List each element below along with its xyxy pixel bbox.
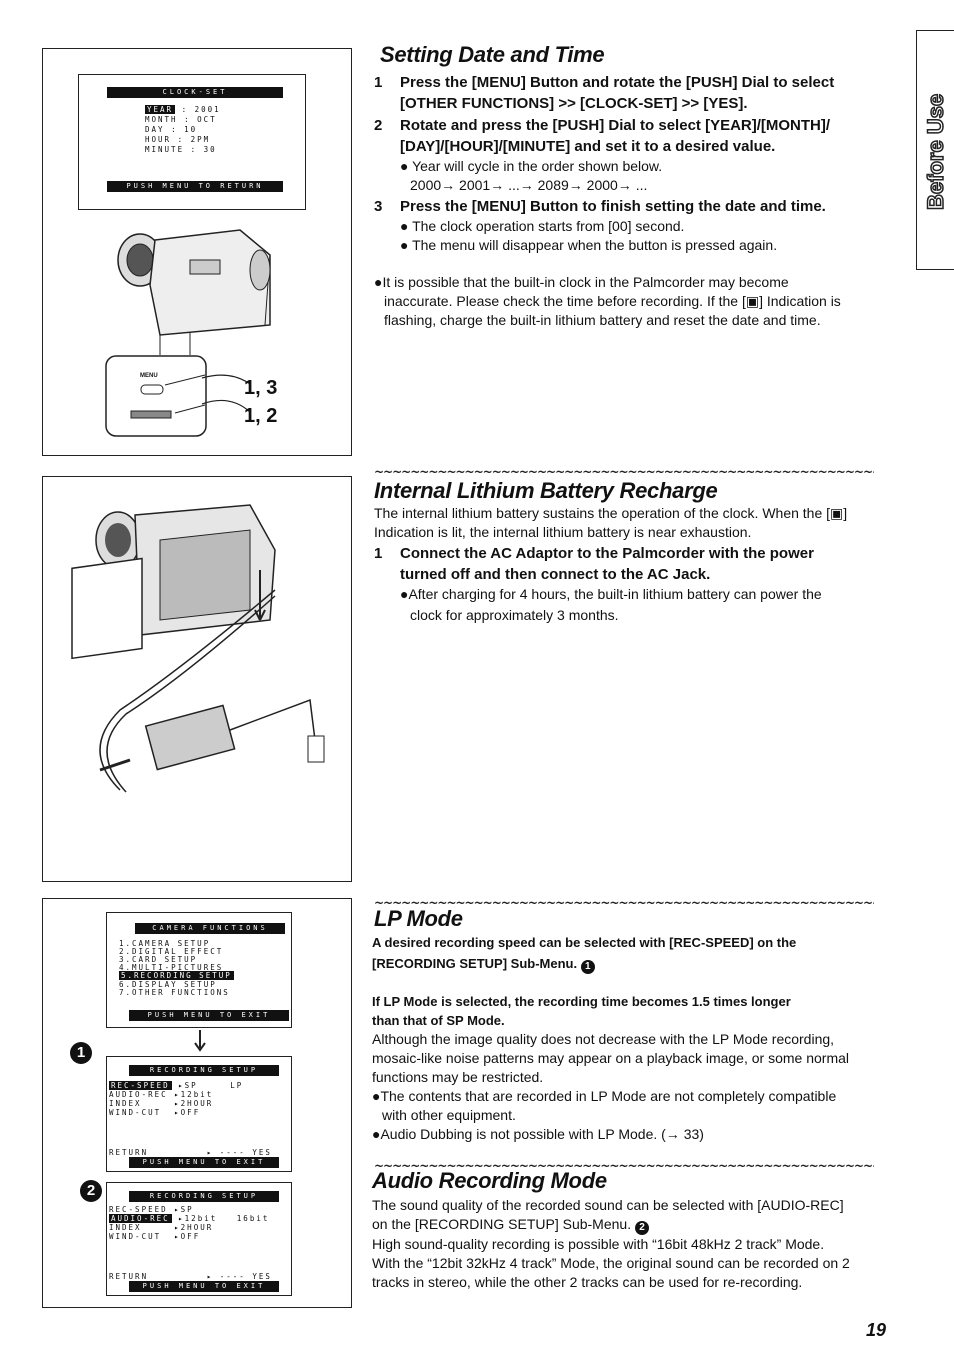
marker-1-icon: 1	[70, 1042, 92, 1064]
step3-bullet-2: ● The menu will disappear when the butto…	[400, 237, 778, 253]
camera-menu-item-2: 2.DIGITAL EFFECT	[119, 947, 224, 956]
camera-functions-title: CAMERA FUNCTIONS	[135, 923, 285, 934]
menu-button-label: MENU	[140, 373, 158, 379]
rec2-row-speed: REC-SPEED ▸SP	[109, 1205, 194, 1214]
audio-line-4: With the “12bit 32kHz 4 track” Mode, the…	[372, 1255, 850, 1271]
rec1-row-speed: REC-SPEED ▸SP LP	[109, 1081, 244, 1090]
side-tab	[916, 30, 954, 270]
page-number: 19	[866, 1320, 887, 1340]
camera-menu-item-7: 7.OTHER FUNCTIONS	[119, 988, 230, 997]
lp-bullet1-line-1: ●The contents that are recorded in LP Mo…	[372, 1088, 837, 1104]
marker-2-inline-icon: 2	[634, 1221, 649, 1235]
step2-bullet-2: 2000→ 2001→ ...→ 2089→ 2000→ ...	[410, 177, 648, 193]
section-title-audio-recording: Audio Recording Mode	[372, 1168, 607, 1193]
lp-bold2-line-1: If LP Mode is selected, the recording ti…	[372, 994, 791, 1009]
rec-setup-2-title: RECORDING SETUP	[129, 1191, 279, 1202]
section-title-battery-recharge: Internal Lithium Battery Recharge	[374, 478, 718, 503]
marker-2-icon: 2	[80, 1180, 102, 1202]
lp-bold-line-1: A desired recording speed can be selecte…	[372, 935, 797, 950]
step2-bullet-1: ● Year will cycle in the order shown bel…	[400, 158, 663, 174]
audio-line-3: High sound-quality recording is possible…	[372, 1236, 825, 1252]
lp-body-line-1: Although the image quality does not decr…	[372, 1031, 835, 1047]
camera-menu-item-6: 6.DISPLAY SETUP	[119, 980, 217, 989]
callout-leader-lines	[201, 374, 251, 413]
camera-menu-item-1: 1.CAMERA SETUP	[119, 939, 211, 948]
rec2-row-return: RETURN ▸ ---- YES	[109, 1272, 272, 1281]
rec1-row-audio: AUDIO-REC ▸12bit	[109, 1090, 214, 1099]
step-3: 3 Press the [MENU] Button to finish sett…	[374, 198, 826, 215]
camera-menu-item-3: 3.CARD SETUP	[119, 955, 198, 964]
section-divider-4: ~~~~~~~~~~~~~~~~~~~~~~~~~~~~~~~~~~~~~~~~…	[374, 1163, 874, 1169]
section-divider-2: ~~~~~~~~~~~~~~~~~~~~~~~~~~~~~~~~~~~~~~~~…	[374, 469, 874, 475]
rec-setup-2-footer: PUSH MENU TO EXIT	[129, 1281, 279, 1292]
lp-body-line-3: functions may be restricted.	[372, 1069, 544, 1085]
lp-bold-line-2: [RECORDING SETUP] Sub-Menu. 1	[372, 954, 595, 974]
section-divider-3: ~~~~~~~~~~~~~~~~~~~~~~~~~~~~~~~~~~~~~~~~…	[374, 900, 874, 906]
audio-line-1: The sound quality of the recorded sound …	[372, 1197, 844, 1213]
callout-1-3: 1, 3	[244, 377, 278, 399]
recording-setup-screen-1: RECORDING SETUP REC-SPEED ▸SP LP AUDIO-R…	[106, 1056, 292, 1172]
clock-row-day: DAY : 10	[145, 125, 198, 134]
clock-set-screen-title: CLOCK-SET	[107, 87, 283, 98]
rec1-row-wind: WIND-CUT ▸OFF	[109, 1108, 201, 1117]
clock-note-line-1: ●It is possible that the built-in clock …	[374, 274, 789, 290]
rec2-row-index: INDEX ▸2HOUR	[109, 1223, 214, 1232]
button-callout-box	[105, 355, 207, 437]
rec-setup-1-title: RECORDING SETUP	[129, 1065, 279, 1076]
clock-note-line-2: inaccurate. Please check the time before…	[384, 293, 841, 309]
recording-setup-screen-2: RECORDING SETUP REC-SPEED ▸SP AUDIO-REC …	[106, 1182, 292, 1296]
rec1-row-return: RETURN ▸ ---- YES	[109, 1148, 272, 1157]
battery-intro-line-1: The internal lithium battery sustains th…	[374, 505, 848, 521]
rec2-row-wind: WIND-CUT ▸OFF	[109, 1232, 201, 1241]
marker-1-inline-icon: 1	[580, 960, 595, 974]
rec2-row-audio: AUDIO-REC ▸12bit 16bit	[109, 1214, 270, 1223]
section-title-lp-mode: LP Mode	[374, 906, 463, 931]
clock-row-month: MONTH : OCT	[145, 115, 217, 124]
side-tab-label: Before Use	[922, 93, 949, 211]
rec1-row-index: INDEX ▸2HOUR	[109, 1099, 214, 1108]
lp-body-line-2: mosaic-like noise patterns may appear on…	[372, 1050, 850, 1066]
down-arrow-icon	[194, 1030, 206, 1052]
clock-row-hour: HOUR : 2PM	[145, 135, 211, 144]
camera-functions-screen: CAMERA FUNCTIONS 1.CAMERA SETUP 2.DIGITA…	[106, 912, 292, 1028]
clock-note-line-3: flashing, charge the built-in lithium ba…	[384, 312, 821, 328]
step-1: 1 Press the [MENU] Button and rotate the…	[374, 74, 835, 112]
camera-functions-footer: PUSH MENU TO EXIT	[129, 1010, 289, 1021]
clock-row-minute: MINUTE : 30	[145, 145, 217, 154]
lp-bullet1-line-2: with other equipment.	[382, 1107, 516, 1123]
ac-adaptor-illustration	[71, 504, 325, 793]
camera-menu-item-5: 5.RECORDING SETUP	[119, 971, 234, 980]
audio-line-2: on the [RECORDING SETUP] Sub-Menu. 2	[372, 1215, 649, 1235]
rec-setup-1-footer: PUSH MENU TO EXIT	[129, 1157, 279, 1168]
clock-row-year: YEAR : 2001	[145, 105, 221, 114]
clock-set-screen: CLOCK-SET YEAR : 2001 MONTH : OCT DAY : …	[78, 74, 306, 210]
battery-step-1: 1 Connect the AC Adaptor to the Palmcord…	[374, 545, 814, 583]
clock-set-screen-footer: PUSH MENU TO RETURN	[107, 181, 283, 192]
battery-intro-line-2: Indication is lit, the internal lithium …	[374, 524, 752, 540]
section-title-setting-date: Setting Date and Time	[380, 42, 605, 67]
battery-bullet-line-2: clock for approximately 3 months.	[410, 607, 619, 623]
camera-menu-item-4: 4.MULTI-PICTURES	[119, 963, 224, 972]
audio-line-5: tracks in stereo, while the other 2 trac…	[372, 1274, 803, 1290]
step3-bullet-1: ● The clock operation starts from [00] s…	[400, 218, 685, 234]
battery-bullet-line-1: ●After charging for 4 hours, the built-i…	[400, 586, 822, 602]
lp-bold2-line-2: than that of SP Mode.	[372, 1013, 505, 1028]
callout-1-2: 1, 2	[244, 405, 278, 427]
lp-bullet2: ●Audio Dubbing is not possible with LP M…	[372, 1126, 704, 1142]
camcorder-illustration	[117, 229, 271, 355]
step-2: 2 Rotate and press the [PUSH] Dial to se…	[374, 117, 831, 155]
